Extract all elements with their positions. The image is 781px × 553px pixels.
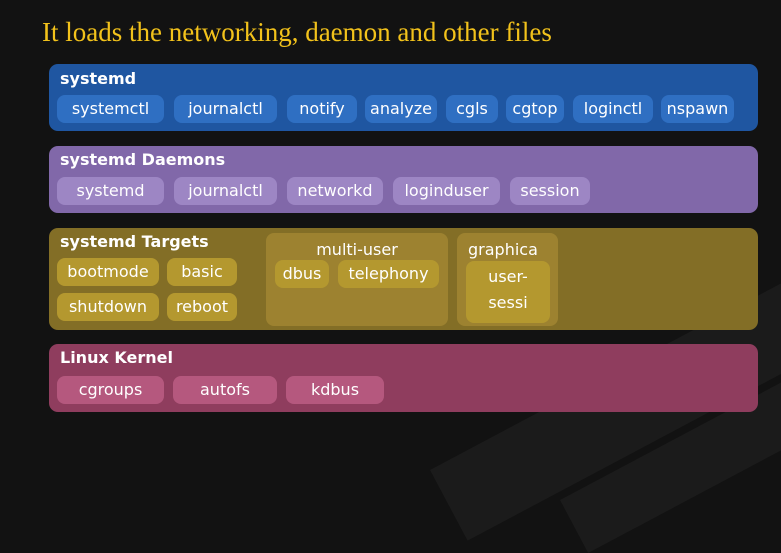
chip-analyze: analyze [365, 95, 437, 123]
chip-autofs: autofs [173, 376, 277, 404]
chip-daemon-systemd: systemd [57, 177, 164, 205]
chip-user-session: user- sessi [466, 261, 550, 323]
chip-kdbus: kdbus [286, 376, 384, 404]
multi-user-title: multi-user [316, 240, 398, 259]
chip-nspawn: nspawn [661, 95, 734, 123]
chip-dbus: dbus [275, 260, 329, 288]
chip-daemon-journalctl: journalctl [174, 177, 277, 205]
chip-systemctl: systemctl [57, 95, 164, 123]
chip-telephony: telephony [338, 260, 439, 288]
chip-cgtop: cgtop [506, 95, 564, 123]
systemd-daemons-panel: systemd Daemons systemd journalctl netwo… [49, 146, 758, 213]
chip-basic: basic [167, 258, 237, 286]
multi-user-target: multi-user dbus telephony [266, 233, 448, 326]
kernel-panel-title: Linux Kernel [60, 348, 173, 367]
chip-session: session [510, 177, 590, 205]
daemons-panel-title: systemd Daemons [60, 150, 226, 169]
chip-cgroups: cgroups [57, 376, 164, 404]
chip-loginduser: loginduser [393, 177, 500, 205]
chip-notify: notify [287, 95, 357, 123]
chip-reboot: reboot [167, 293, 237, 321]
chip-shutdown: shutdown [57, 293, 159, 321]
graphical-title: graphica [468, 240, 538, 259]
linux-kernel-panel: Linux Kernel cgroups autofs kdbus [49, 344, 758, 412]
chip-networkd: networkd [287, 177, 383, 205]
chip-loginctl: loginctl [573, 95, 653, 123]
systemd-panel-title: systemd [60, 69, 137, 88]
systemd-panel: systemd systemctl journalctl notify anal… [49, 64, 758, 131]
chip-cgls: cgls [446, 95, 498, 123]
systemd-targets-panel: systemd Targets bootmode basic shutdown … [49, 228, 758, 330]
chip-bootmode: bootmode [57, 258, 159, 286]
slide-title: It loads the networking, daemon and othe… [42, 17, 552, 47]
targets-panel-title: systemd Targets [60, 232, 209, 251]
graphical-target: graphica user- sessi [457, 233, 558, 326]
chip-journalctl: journalctl [174, 95, 277, 123]
